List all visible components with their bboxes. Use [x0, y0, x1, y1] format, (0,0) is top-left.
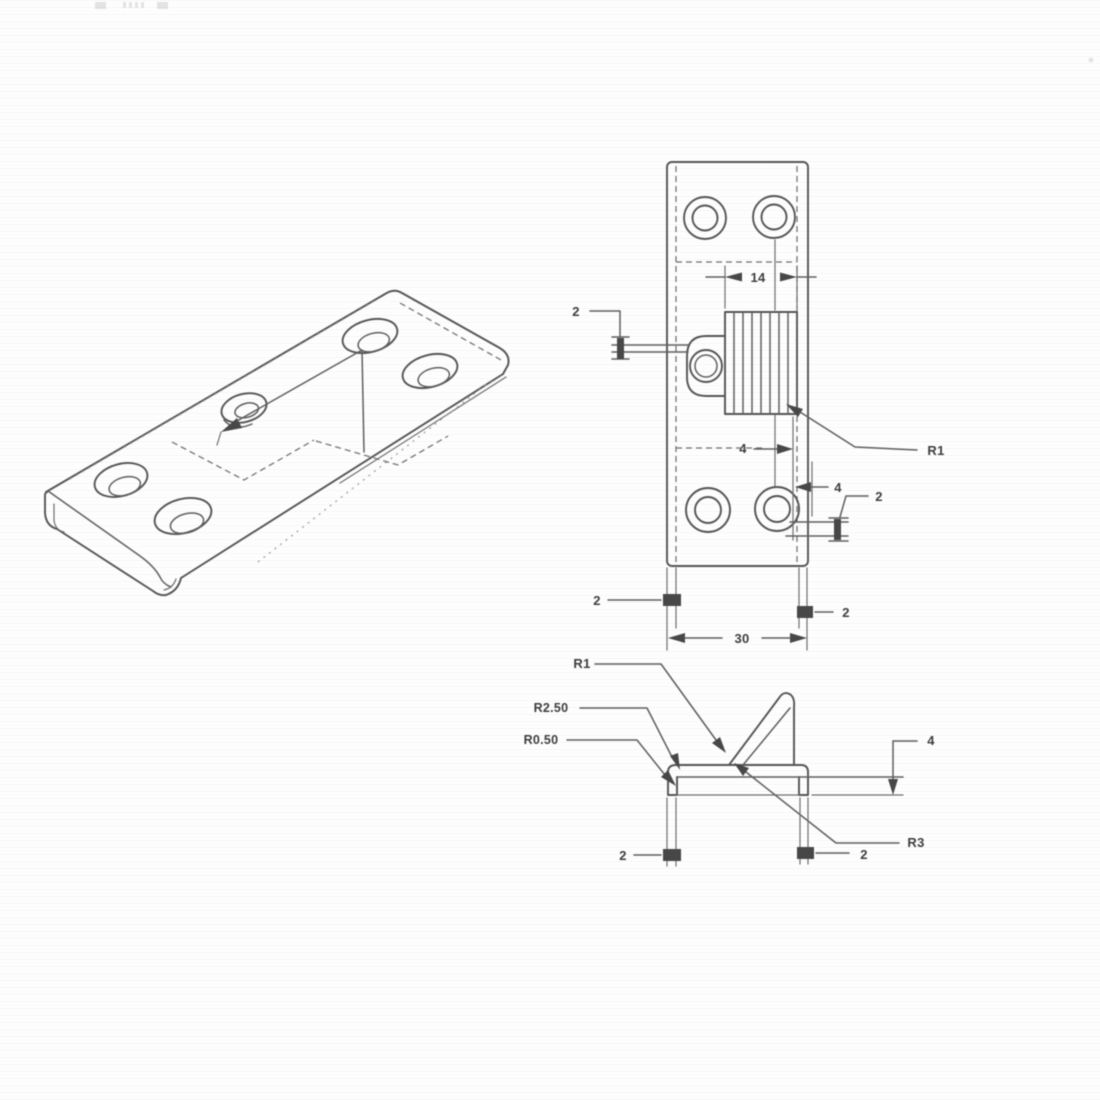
side-view: R1 R2.50 R0.50 R3 4 — [524, 656, 935, 867]
iso-tab-pointer-line — [236, 349, 365, 453]
plan-view: 14 2 4 R1 4 — [572, 161, 944, 651]
iso-right-end — [384, 289, 510, 375]
iso-far-edge — [45, 293, 386, 493]
plan-dim-hole-to-edge: 4 — [795, 461, 842, 517]
iso-hidden-line-mid2 — [315, 435, 449, 466]
side-dim-right-flange-thickness: 2 — [797, 847, 868, 862]
dim-label: 2 — [593, 593, 601, 608]
plan-dim-edge-offset: 2 — [785, 489, 883, 542]
side-fin-outer — [728, 692, 796, 766]
dim-label: 2 — [860, 847, 868, 862]
radius-label: R2.50 — [534, 701, 569, 715]
side-dim-height: 4 — [888, 733, 935, 795]
iso-lip-fold-line — [47, 490, 172, 588]
plan-tab-boss — [686, 335, 726, 397]
iso-hole-bottom-left — [93, 462, 149, 498]
plan-plate-outline — [666, 161, 809, 567]
plan-tab-serrations — [733, 311, 789, 415]
iso-hole-top-right — [401, 352, 459, 390]
side-label-bend-radius-inner: R0.50 — [524, 733, 676, 786]
iso-near-edge — [180, 373, 504, 579]
plan-tab-hole-inner — [694, 354, 718, 378]
plan-serrated-tab — [686, 311, 798, 415]
side-label-bend-radius-outer: R2.50 — [534, 701, 680, 770]
iso-lip-curl — [44, 490, 58, 530]
side-fin-inner — [742, 707, 791, 766]
isometric-view — [44, 289, 510, 597]
side-dim-left-flange-thickness: 2 — [619, 848, 681, 863]
plan-hole-top-left — [683, 196, 727, 240]
plan-dim-tab-thickness: 2 — [572, 304, 689, 360]
plan-tab-hole-outer — [689, 349, 723, 383]
radius-label: R1 — [927, 443, 944, 458]
dim-label: 2 — [875, 489, 883, 504]
dim-label: 4 — [834, 480, 842, 495]
plan-dim-tab-width: 14 — [705, 265, 817, 309]
iso-hole-top-left — [341, 317, 399, 355]
dim-label: 30 — [734, 631, 749, 646]
dim-label: 2 — [572, 304, 580, 319]
radius-label: R3 — [907, 835, 924, 850]
dim-label: 4 — [927, 733, 935, 748]
iso-lip-inner-curl — [53, 503, 65, 533]
iso-hidden-line-near — [257, 379, 493, 563]
side-right-flange — [798, 770, 809, 796]
iso-thickness-edge — [339, 376, 507, 484]
side-left-flange — [667, 770, 678, 796]
iso-tab — [216, 349, 365, 453]
dim-label: 2 — [842, 605, 850, 620]
side-label-tab-bend-radius: R3 — [734, 763, 924, 850]
plan-dim-overall-width: 30 — [668, 631, 807, 646]
iso-hole-bottom-right — [153, 496, 213, 536]
side-label-fin-radius: R1 — [573, 656, 726, 753]
iso-hidden-line-end — [399, 302, 502, 361]
plan-dim-tab-offset: 4 — [739, 416, 794, 541]
side-extension-lines — [666, 797, 809, 867]
plan-hole-top-right — [752, 195, 796, 239]
dim-label: 2 — [619, 848, 627, 863]
plan-hole-bottom-right — [754, 486, 800, 532]
plan-dim-left-flange: 2 — [593, 593, 681, 608]
dim-label: 14 — [750, 270, 766, 285]
dim-label: 4 — [739, 441, 747, 456]
radius-label: R0.50 — [524, 733, 559, 747]
radius-label: R1 — [573, 656, 590, 671]
plan-label-tab-radius: R1 — [786, 404, 944, 458]
scan-speckles — [95, 2, 1094, 63]
iso-lip-bottom-edge — [56, 528, 182, 597]
plan-hole-bottom-left — [685, 487, 731, 533]
iso-hidden-line-mid — [171, 439, 315, 481]
iso-foot-inner-arc — [163, 578, 177, 591]
plan-dim-right-flange: 2 — [797, 605, 850, 620]
iso-tab-pointer-stub — [216, 431, 222, 446]
